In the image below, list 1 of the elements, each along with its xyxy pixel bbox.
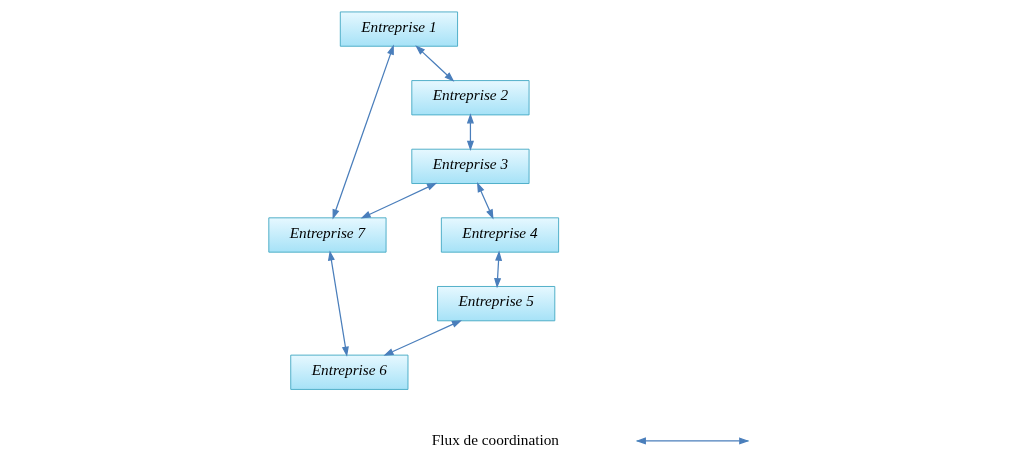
legend-label: Flux de coordination bbox=[431, 430, 559, 448]
